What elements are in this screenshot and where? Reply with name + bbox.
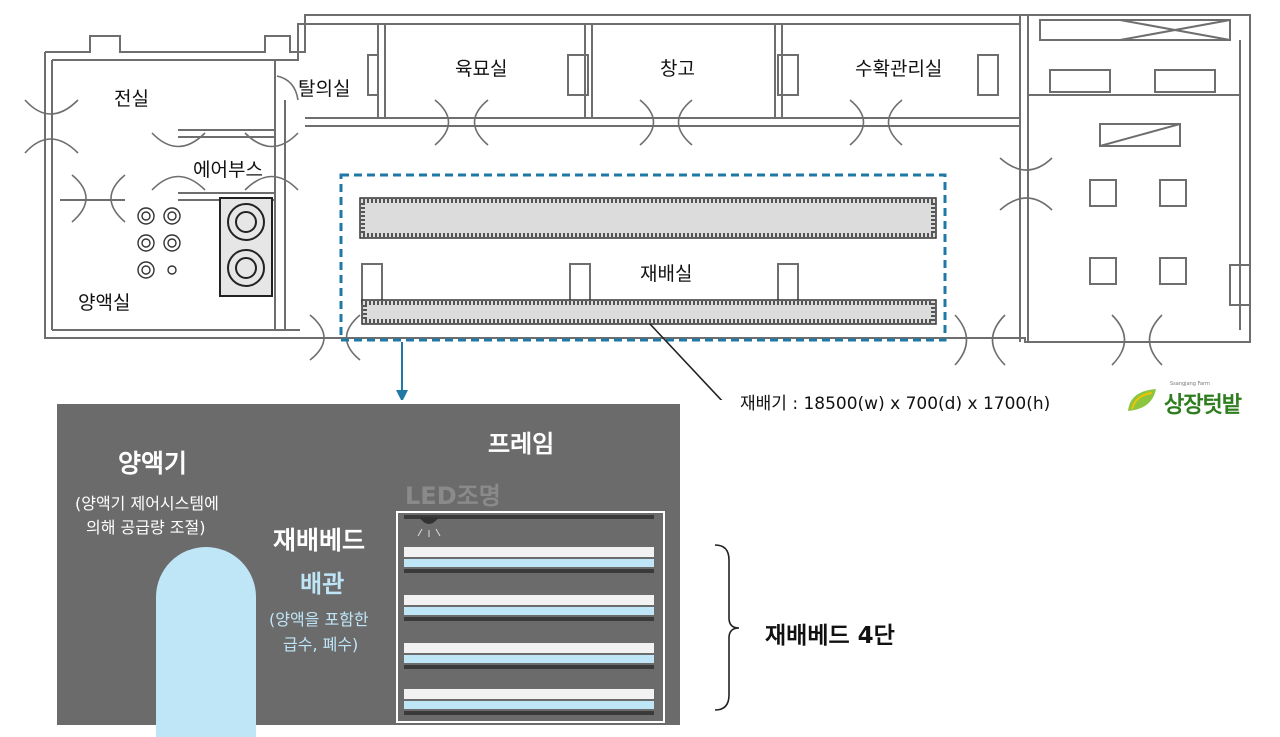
room-label-harvest: 수확관리실	[855, 58, 943, 80]
frame-label: 프레임	[488, 430, 555, 458]
led-label: LED조명	[405, 482, 501, 510]
logo-text: 상장텃밭	[1164, 392, 1242, 418]
pipe-title: 배관	[300, 570, 345, 598]
bed-tier-4-water	[404, 701, 654, 709]
led-bar	[404, 515, 654, 519]
room-label-nutrient: 양액실	[78, 292, 131, 314]
floor-plan	[24, 14, 1251, 400]
bed-tier-4-base	[404, 711, 654, 715]
bed-tier-3-top	[404, 643, 654, 653]
growing-rack-frame	[396, 511, 665, 723]
equipment-spec-callout: 재배기 : 18500(w) x 700(d) x 1700(h)	[740, 394, 1051, 414]
bed-tier-3-base	[404, 665, 654, 669]
bed-tier-3-water	[404, 655, 654, 663]
room-label-changing: 탈의실	[298, 78, 351, 100]
brand-logo: Ssangjang Farm 상장텃밭	[1126, 381, 1254, 421]
bed-tier-4-top	[404, 689, 654, 699]
room-label-storage: 창고	[660, 58, 695, 80]
nutrient-desc-line2: 의해 공급량 조절)	[86, 518, 206, 537]
cultivation-detail-panel: 양액기 (양액기 제어시스템에 의해 공급량 조절) 프레임 LED조명 재배베…	[57, 404, 680, 737]
nutrient-title: 양액기	[118, 449, 188, 478]
room-label-cultivation: 재배실	[640, 263, 693, 285]
led-light-icon	[417, 517, 441, 537]
bed-tier-1-water	[404, 559, 654, 567]
leaf-icon	[1128, 389, 1156, 411]
pipe-desc-line1: (양액을 포함한	[269, 610, 369, 629]
pipe-shape	[156, 547, 256, 737]
logo-subtext: Ssangjang Farm	[1170, 381, 1210, 387]
room-label-seedling: 육묘실	[455, 58, 508, 80]
bed-label: 재배베드	[273, 526, 366, 555]
bed-tier-1-base	[404, 569, 654, 573]
bed-tier-2-top	[404, 595, 654, 605]
tier-count-label: 재배베드 4단	[765, 623, 895, 649]
room-label-electric: 전실	[114, 88, 149, 110]
bed-tier-2-water	[404, 607, 654, 615]
tier-bracket	[714, 544, 740, 711]
pipe-desc-line2: 급수, 폐수)	[283, 635, 359, 654]
room-label-air-shower: 에어부스	[193, 159, 263, 181]
nutrient-desc-line1: (양액기 제어시스템에	[75, 494, 219, 513]
bed-tier-1-top	[404, 547, 654, 557]
bed-tier-2-base	[404, 617, 654, 621]
